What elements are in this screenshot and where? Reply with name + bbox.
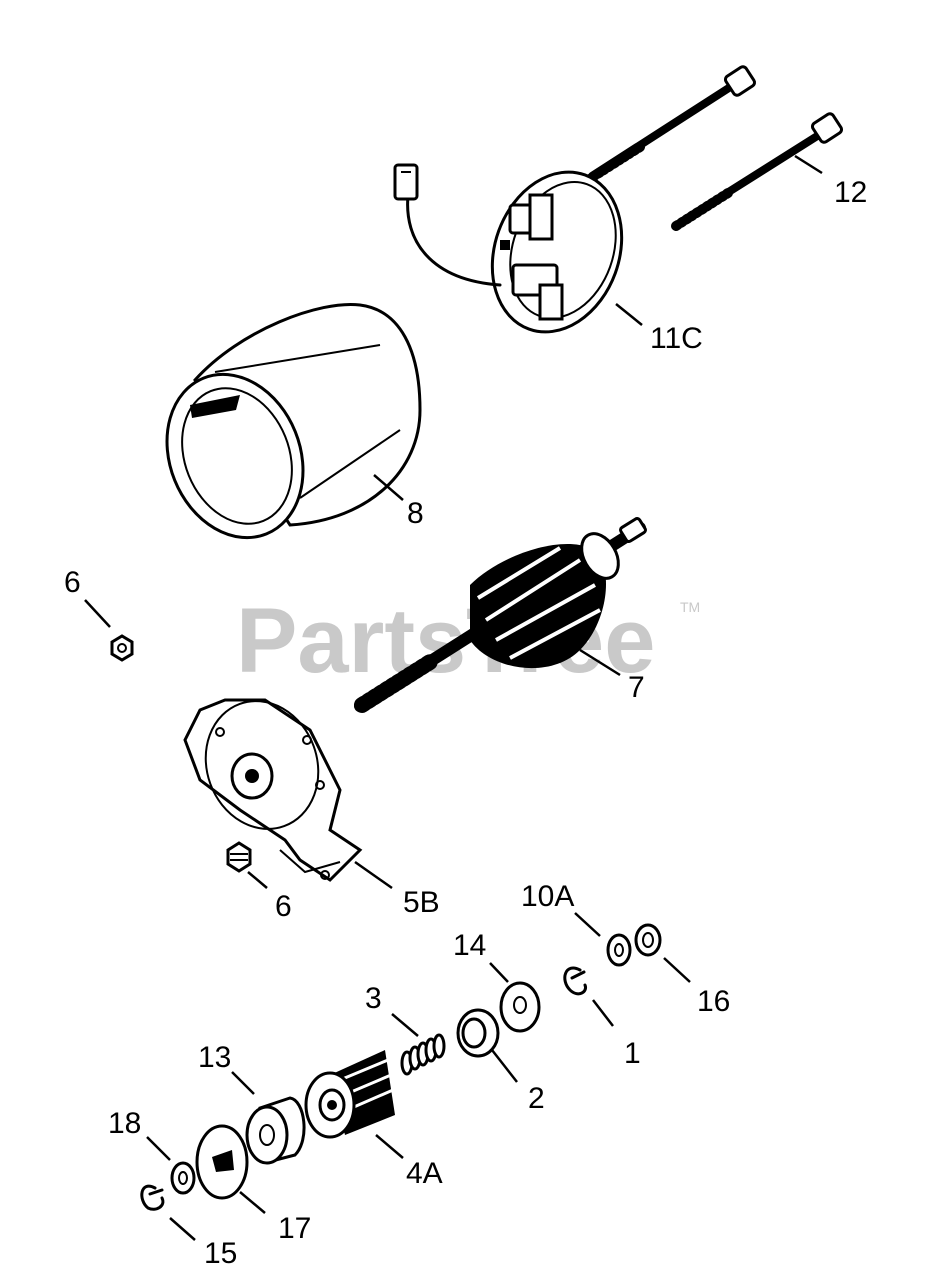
callout-3: 3 [365,982,382,1015]
part-4a-pinion-gear[interactable] [304,1050,395,1139]
part-3-spring[interactable] [400,1033,446,1076]
part-18-washer[interactable] [170,1161,196,1195]
watermark-tm: TM [680,599,700,615]
part-17-dust-cover[interactable] [195,1124,249,1200]
part-12-through-bolts[interactable] [583,65,844,231]
part-13-cup[interactable] [245,1096,306,1165]
callout-10a: 10A [521,880,574,913]
callout-5b: 5B [403,886,440,919]
callout-12: 12 [834,176,867,209]
part-5b-drive-end-cap[interactable] [183,685,363,882]
callout-8: 8 [407,497,424,530]
callout-6-lower: 6 [275,890,292,923]
callout-labels: 12 11C 8 6 7 6 5B 10A 14 16 3 1 13 2 18 … [64,176,867,1270]
leader-lines [84,154,823,1241]
part-1-retaining-clip[interactable] [563,966,588,996]
callout-18: 18 [108,1107,141,1140]
callout-2: 2 [528,1082,545,1115]
callout-17: 17 [278,1212,311,1245]
part-11c-end-cap[interactable] [393,154,643,351]
callout-11c: 11C [650,322,703,355]
callout-6-upper: 6 [64,566,81,599]
callout-1: 1 [624,1037,641,1070]
callout-7: 7 [628,671,645,704]
part-10a-washer[interactable] [606,933,632,967]
part-14-thrust-washer[interactable] [499,981,541,1033]
part-6-nut-lower[interactable] [226,841,252,873]
part-2-stop-collar[interactable] [456,1008,500,1058]
part-15-retaining-ring[interactable] [140,1184,165,1211]
part-7-armature[interactable] [354,517,647,713]
callout-4a: 4A [406,1157,443,1190]
callout-15: 15 [204,1237,237,1270]
part-8-housing[interactable] [143,302,422,558]
callout-14: 14 [453,929,486,962]
part-16-washer[interactable] [634,923,662,957]
callout-13: 13 [198,1041,231,1074]
part-6-nut-upper[interactable] [110,634,134,662]
callout-16: 16 [697,985,730,1018]
